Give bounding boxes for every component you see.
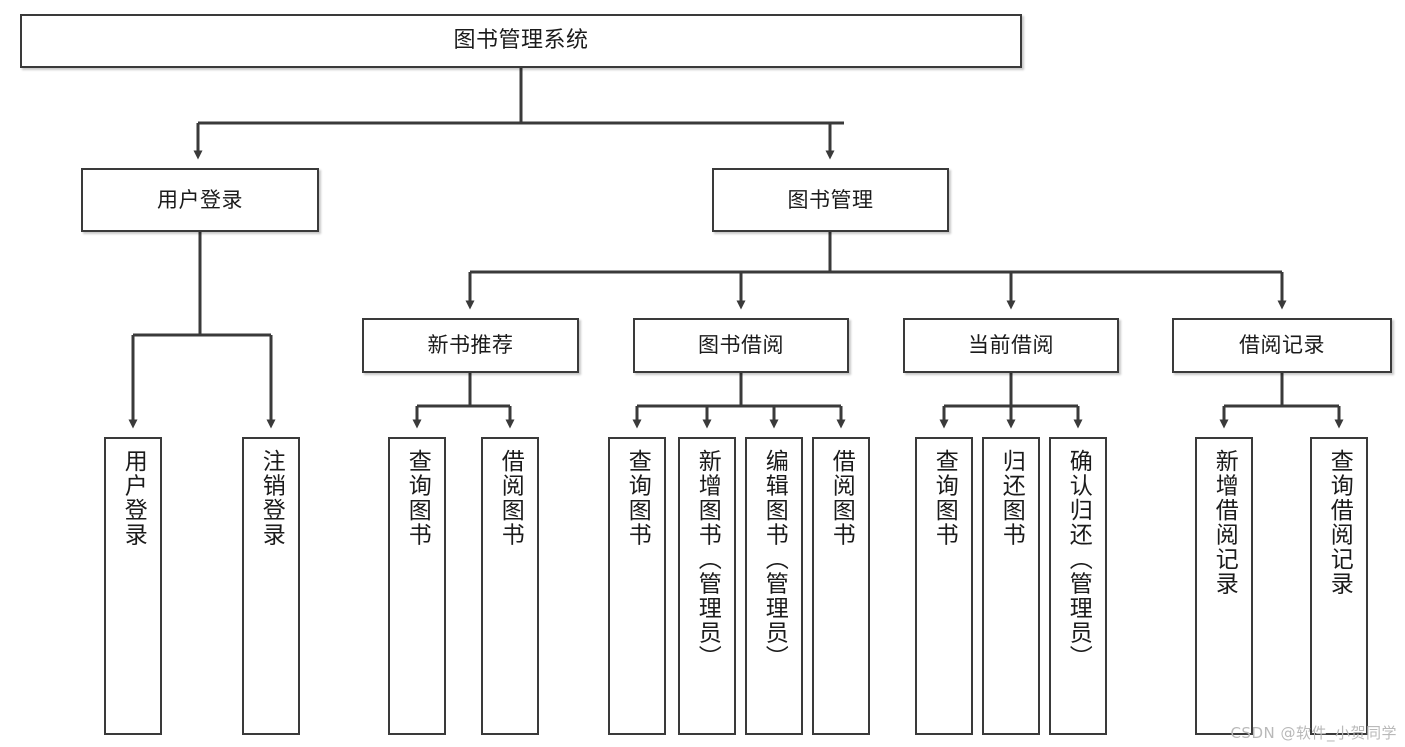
node-new-book-recommend[interactable]: 新书推荐 bbox=[362, 318, 579, 373]
node-label: 编辑图书（管理员） bbox=[761, 449, 788, 670]
node-label: 用户登录 bbox=[120, 449, 147, 547]
leaf-borrow-do-borrow[interactable]: 借阅图书 bbox=[812, 437, 870, 735]
leaf-borrow-query-book[interactable]: 查询图书 bbox=[608, 437, 666, 735]
node-label: 查询图书 bbox=[931, 449, 958, 547]
node-label: 借阅图书 bbox=[497, 449, 524, 547]
node-borrow-record[interactable]: 借阅记录 bbox=[1172, 318, 1392, 373]
leaf-borrow-add-book[interactable]: 新增图书（管理员） bbox=[678, 437, 736, 735]
leaf-current-query-book[interactable]: 查询图书 bbox=[915, 437, 973, 735]
node-label: 查询图书 bbox=[624, 449, 651, 547]
leaf-recommend-borrow-book[interactable]: 借阅图书 bbox=[481, 437, 539, 735]
node-book-borrow[interactable]: 图书借阅 bbox=[633, 318, 849, 373]
node-label: 图书管理系统 bbox=[453, 28, 589, 54]
leaf-record-add[interactable]: 新增借阅记录 bbox=[1195, 437, 1253, 735]
node-label: 确认归还（管理员） bbox=[1065, 449, 1092, 670]
node-book-manage[interactable]: 图书管理 bbox=[712, 168, 949, 232]
node-user-login[interactable]: 用户登录 bbox=[81, 168, 319, 232]
node-label: 图书管理 bbox=[787, 187, 874, 212]
leaf-user-login[interactable]: 用户登录 bbox=[104, 437, 162, 735]
node-current-borrow[interactable]: 当前借阅 bbox=[903, 318, 1119, 373]
leaf-user-logout[interactable]: 注销登录 bbox=[242, 437, 300, 735]
node-root-system[interactable]: 图书管理系统 bbox=[20, 14, 1022, 68]
node-label: 借阅图书 bbox=[828, 449, 855, 547]
node-label: 新书推荐 bbox=[427, 333, 514, 358]
node-label: 借阅记录 bbox=[1239, 333, 1325, 358]
node-label: 用户登录 bbox=[157, 187, 243, 212]
node-label: 新增图书（管理员） bbox=[694, 449, 721, 670]
leaf-recommend-query-book[interactable]: 查询图书 bbox=[388, 437, 446, 735]
node-label: 归还图书 bbox=[998, 449, 1025, 547]
watermark-text: CSDN @软件_小贺同学 bbox=[1230, 724, 1397, 742]
node-label: 图书借阅 bbox=[698, 333, 784, 358]
node-label: 查询图书 bbox=[404, 449, 431, 547]
node-label: 新增借阅记录 bbox=[1211, 449, 1238, 596]
node-label: 当前借阅 bbox=[968, 333, 1054, 358]
node-label: 查询借阅记录 bbox=[1326, 449, 1353, 596]
node-label: 注销登录 bbox=[258, 449, 285, 547]
leaf-current-return-book[interactable]: 归还图书 bbox=[982, 437, 1040, 735]
leaf-borrow-edit-book[interactable]: 编辑图书（管理员） bbox=[745, 437, 803, 735]
leaf-current-confirm-return[interactable]: 确认归还（管理员） bbox=[1049, 437, 1107, 735]
leaf-record-query[interactable]: 查询借阅记录 bbox=[1310, 437, 1368, 735]
